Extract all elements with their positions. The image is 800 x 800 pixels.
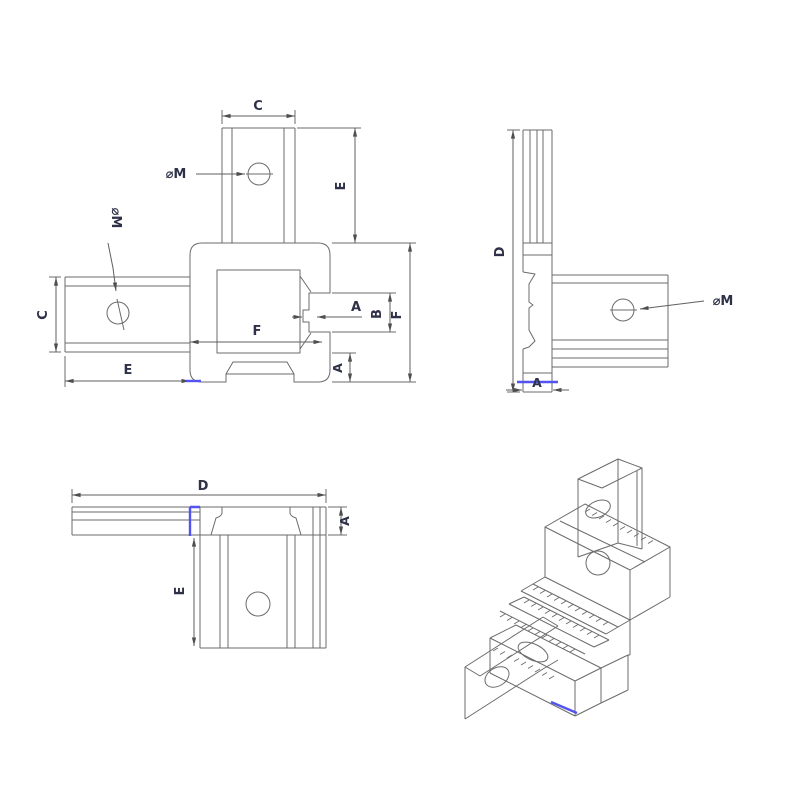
dim-label-a-slot: A (351, 300, 361, 315)
iso-upper-tab-hole (585, 499, 611, 519)
top-arm (71, 506, 326, 536)
front-dim-e-bottom: E (64, 356, 190, 387)
dim-label-m-left: ⌀M (108, 208, 123, 229)
front-dim-e-right: E (297, 127, 361, 243)
top-dim-a-right: A (328, 506, 352, 536)
iso-upper-block-hole (585, 550, 611, 576)
dim-label-c-top: C (253, 99, 263, 114)
iso-upper-tab (577, 458, 643, 558)
side-dim-d: D (493, 129, 520, 393)
front-view: C ⌀M ⌀M E C E (36, 99, 416, 387)
dim-label-d-height: D (493, 246, 508, 257)
iso-upper-block (544, 503, 671, 621)
dim-label-d-width: D (198, 479, 209, 494)
top-highlight-edge (188, 505, 200, 536)
front-dim-f-width: F (189, 324, 322, 345)
iso-lower-block-hole (517, 641, 549, 663)
side-arm (552, 274, 669, 368)
top-body (199, 507, 327, 649)
iso-highlight-edge (550, 700, 578, 715)
iso-hatch-band-1 (532, 586, 609, 626)
top-hole (245, 591, 271, 617)
dim-label-e-top: E (173, 587, 188, 596)
iso-hatch-band-2 (523, 599, 600, 639)
front-dim-c-top: C (221, 99, 296, 124)
dim-label-m-top: ⌀M (166, 167, 187, 182)
front-left-arm (64, 276, 190, 353)
dim-label-f-height: F (390, 311, 405, 320)
dim-label-e-bottom: E (124, 363, 133, 378)
front-body-cavity (216, 269, 301, 354)
side-profile (522, 129, 553, 393)
front-dim-b-notch: B (332, 292, 396, 333)
front-dim-a-slot: A (292, 300, 362, 320)
top-dim-d: D (71, 479, 327, 503)
top-dim-e: E (173, 537, 197, 646)
side-leader-m: ⌀M (639, 294, 734, 311)
front-dim-f-height: F (332, 242, 416, 383)
iso-hatch-band-4 (584, 508, 654, 544)
side-dim-a-bottom: A (506, 375, 569, 393)
iso-serrated-steps (499, 508, 654, 655)
front-dim-c-left: C (36, 276, 61, 353)
top-view: D A E (71, 479, 352, 649)
front-leader-m-top: ⌀M (166, 167, 245, 182)
front-leader-m-left: ⌀M (107, 208, 123, 292)
dim-label-c-left: C (36, 310, 51, 320)
side-view: D ⌀M A (493, 129, 734, 393)
dim-label-a-top: A (337, 516, 352, 526)
dim-label-e-right: E (334, 182, 349, 191)
isometric-view (464, 458, 671, 720)
iso-lower-tab-hole (484, 666, 510, 688)
iso-lower-tab (464, 616, 559, 720)
front-dim-a-tab: A (330, 352, 356, 382)
dim-label-a-side: A (532, 375, 542, 390)
dim-label-b-notch: B (370, 309, 385, 319)
iso-hatch-band-3 (499, 613, 576, 653)
dim-label-a-tab: A (330, 363, 345, 373)
dim-label-m-side: ⌀M (713, 294, 734, 309)
front-upper-arm (221, 127, 296, 243)
front-body-outline (189, 242, 331, 383)
dim-label-f-width: F (253, 324, 262, 339)
iso-hatch-band-5 (492, 647, 555, 680)
iso-lower-block (489, 620, 631, 717)
